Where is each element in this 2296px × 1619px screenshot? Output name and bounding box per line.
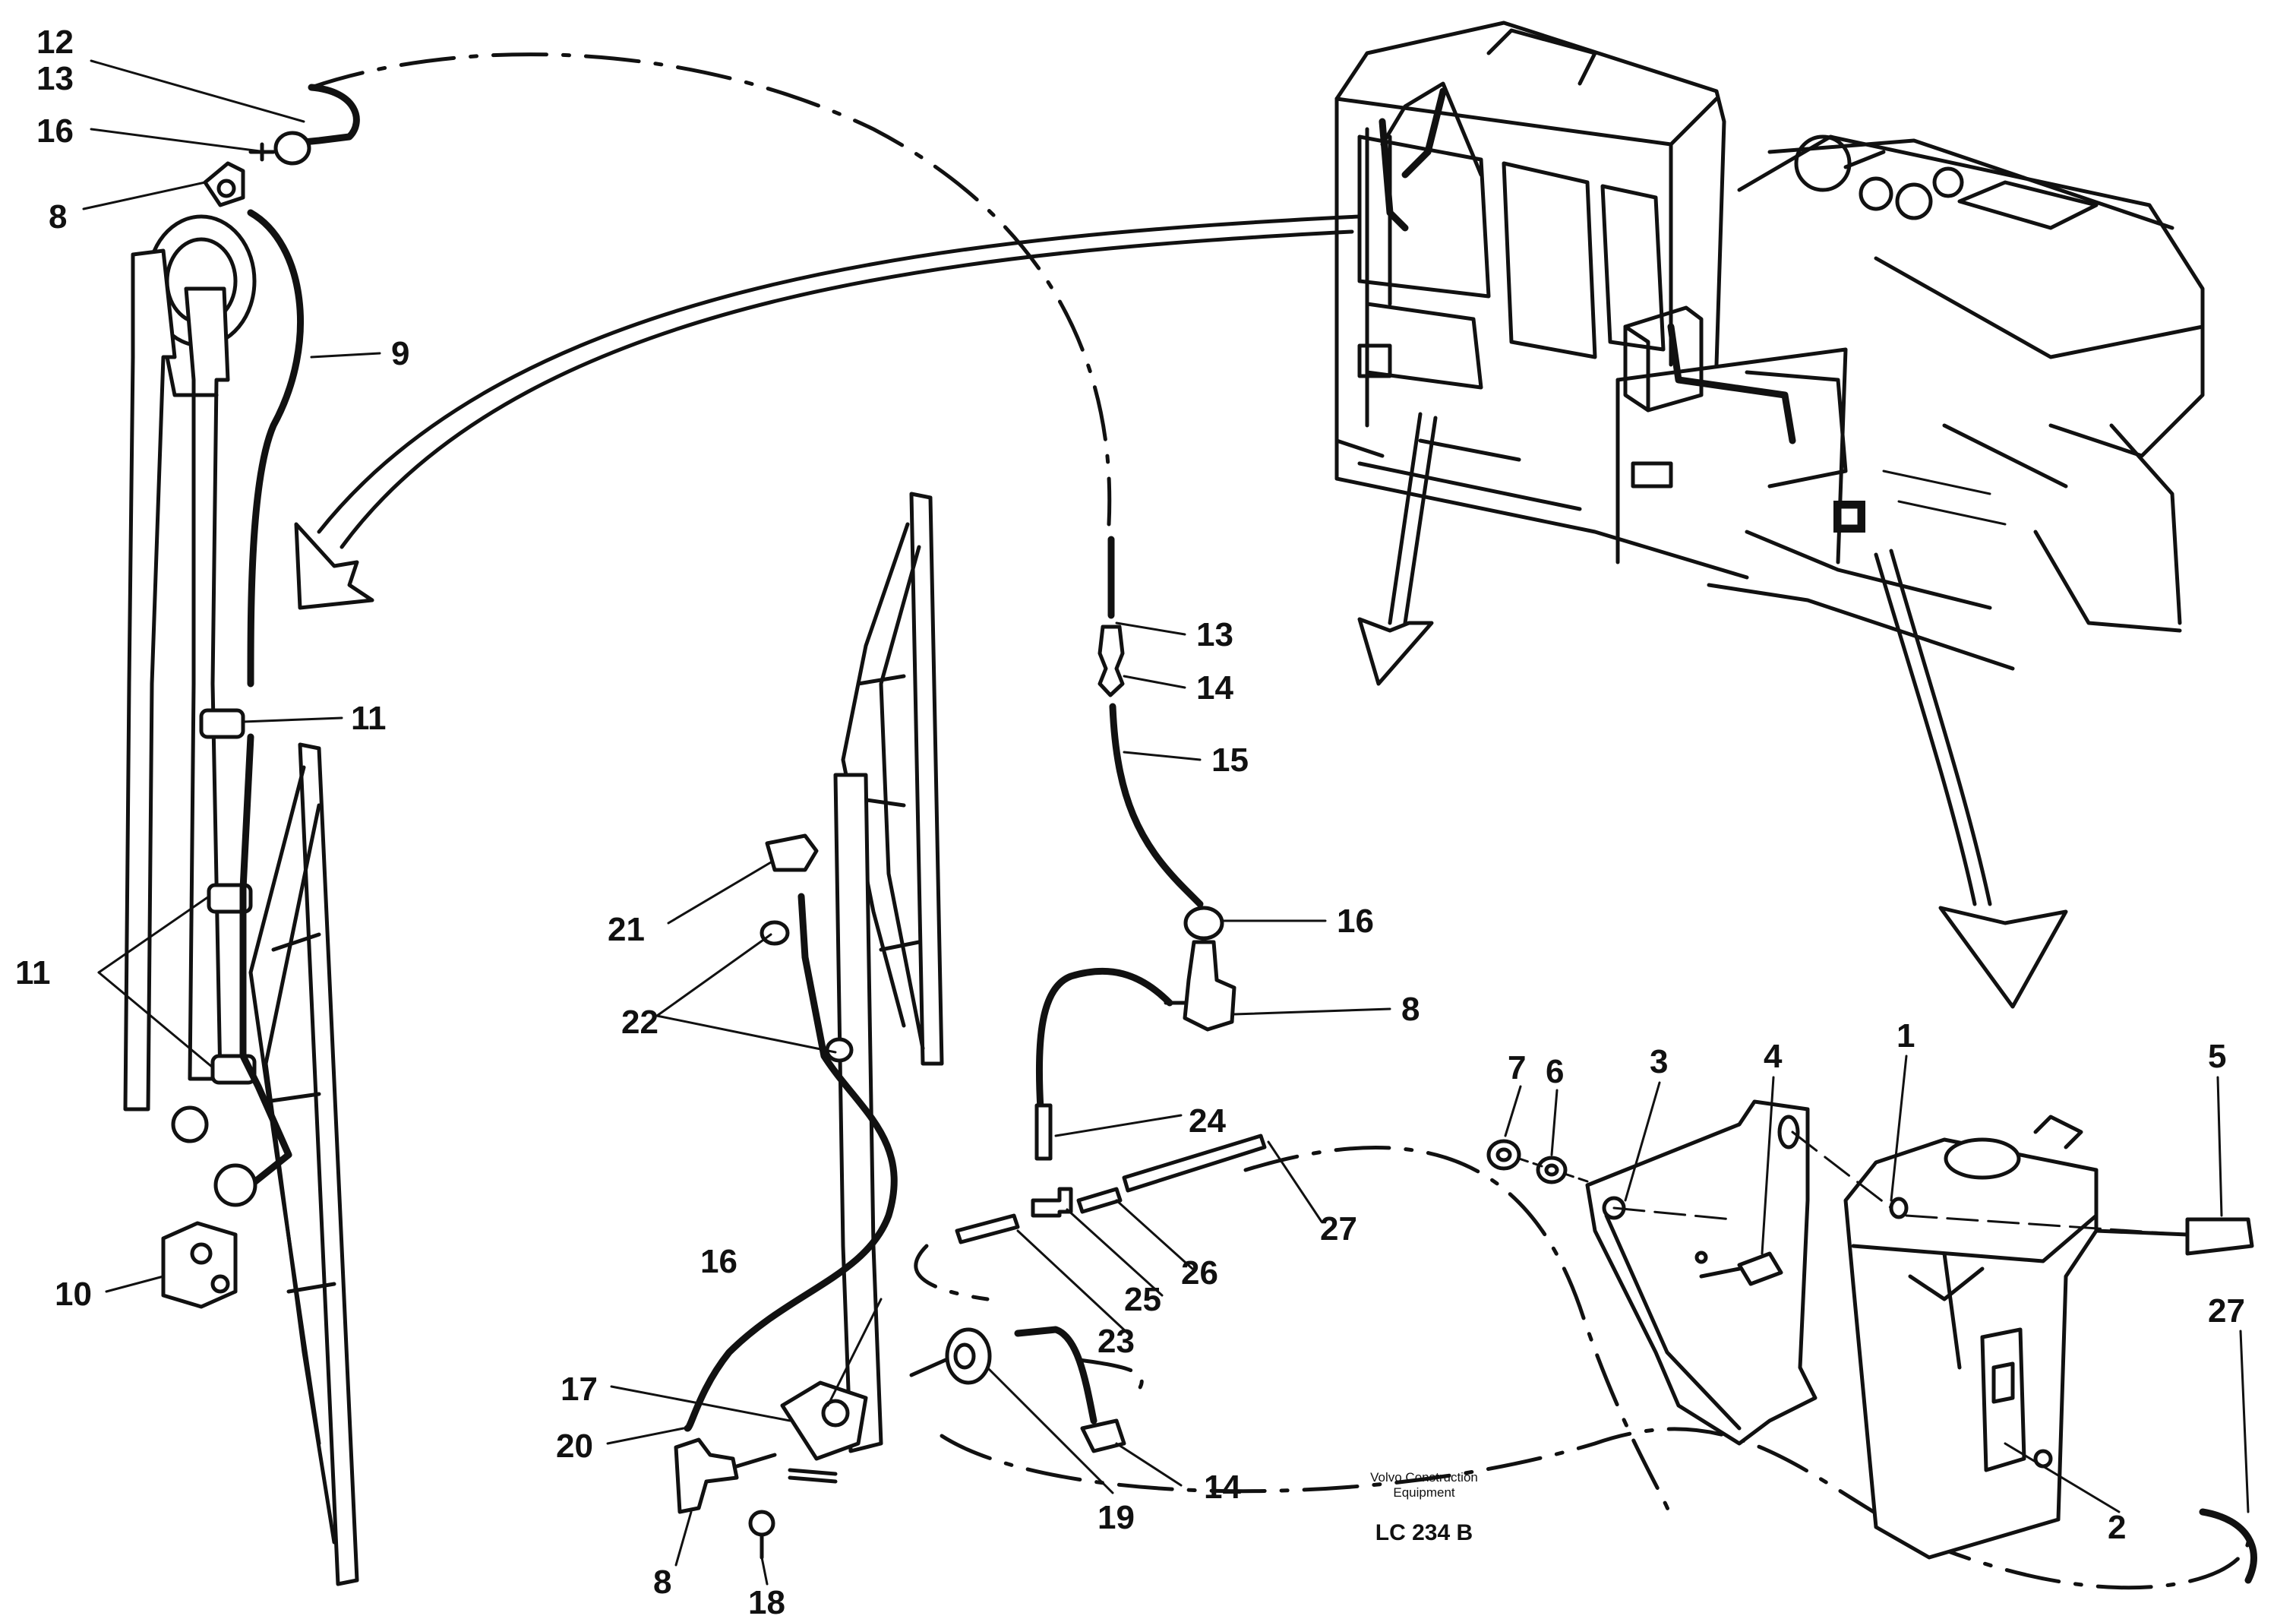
washer-tank-1: [1843, 1137, 2099, 1560]
arrow-head-down: [1357, 617, 1434, 686]
hose-27-upper: [1122, 1134, 1267, 1193]
wiper-blade-middle: [909, 492, 944, 1066]
company-name-line2: Equipment: [1393, 1485, 1455, 1500]
connector-14-center: [1097, 625, 1125, 697]
hose-24-upper: [1035, 967, 1173, 1113]
callout-17: 17: [561, 1371, 598, 1408]
callout-24: 24: [1189, 1102, 1226, 1140]
callout-2: 2: [2108, 1509, 2126, 1546]
callout-14: 14: [1196, 669, 1233, 707]
callout-19: 19: [1097, 1499, 1135, 1536]
bracket-3: [1585, 1099, 1818, 1446]
nozzle-8-middle: [674, 1437, 739, 1514]
callout-20: 20: [556, 1428, 593, 1465]
callout-10: 10: [55, 1276, 92, 1313]
callout-11: 11: [15, 954, 51, 991]
clip-11-top: [199, 708, 245, 739]
left-wiper-assembly: [123, 84, 360, 1586]
nut-16-center: [1183, 906, 1224, 941]
callout-16: 16: [700, 1243, 737, 1280]
callout-11: 11: [351, 700, 387, 737]
callout-8: 8: [653, 1564, 671, 1601]
callout-27: 27: [2208, 1292, 2245, 1330]
hose-24: [1034, 1103, 1053, 1161]
middle-wiper-assembly: [674, 492, 944, 1560]
callout-16: 16: [1337, 903, 1374, 940]
clip-22-top: [760, 920, 790, 946]
hose-15: [1109, 703, 1204, 908]
callout-7: 7: [1508, 1049, 1526, 1086]
callout-labels: 12 13 16 8 9 11 11 10 13 14 15 16 8 21 2…: [15, 24, 2245, 1619]
direction-arrows: [294, 214, 2068, 1009]
leader-lines: [82, 59, 2250, 1586]
hose-9: [247, 209, 304, 688]
callout-25: 25: [1124, 1281, 1161, 1318]
grommet-19: [945, 1327, 992, 1385]
nut-16-top: [273, 131, 311, 166]
hose-13-top: [277, 84, 360, 148]
callout-13: 13: [1196, 616, 1233, 653]
callout-12: 12: [36, 24, 74, 61]
callout-15: 15: [1211, 742, 1249, 779]
wiper-arm-middle: [833, 773, 883, 1453]
hose-20: [684, 893, 898, 1432]
callout-27: 27: [1320, 1210, 1357, 1247]
callout-23: 23: [1097, 1323, 1135, 1360]
callout-8: 8: [49, 198, 67, 236]
callout-8: 8: [1401, 991, 1420, 1028]
callout-16: 16: [36, 112, 74, 150]
arrow-head-left: [294, 522, 374, 610]
bolt-5: [2185, 1217, 2254, 1256]
nozzle-8-center: [1183, 940, 1236, 1032]
callout-14: 14: [1204, 1469, 1241, 1506]
callout-5: 5: [2208, 1038, 2226, 1075]
callout-21: 21: [608, 911, 645, 948]
nozzle-block-10: [161, 1221, 238, 1309]
nozzle-8-top: [203, 161, 245, 207]
callout-6: 6: [1546, 1053, 1564, 1090]
hose-connector-chain: [909, 536, 1267, 1453]
callout-18: 18: [748, 1584, 785, 1619]
wiper-arm-left-b: [184, 286, 230, 1081]
operator-cab-illustration: [1334, 21, 2205, 671]
clip-22-bottom: [825, 1037, 854, 1063]
hose-27-lower: [2199, 1508, 2257, 1584]
tee-25: [1031, 1187, 1073, 1218]
callout-22: 22: [621, 1004, 658, 1041]
tank-cap: [1944, 1137, 2021, 1180]
callout-3: 3: [1650, 1043, 1668, 1080]
screw-18: [748, 1510, 775, 1537]
washer-tank-assembly: [1486, 1099, 2257, 1584]
callout-4: 4: [1764, 1038, 1783, 1075]
washer-6: [1536, 1156, 1568, 1184]
drawing-caption: Volvo Construction Equipment LC 234 B: [1370, 1470, 1478, 1545]
nozzle-21: [765, 833, 819, 872]
nut-16-middle: [821, 1399, 850, 1428]
callout-26: 26: [1181, 1254, 1218, 1292]
hose-routing-lines: [309, 52, 2250, 1590]
callout-13: 13: [36, 60, 74, 97]
hose-23: [955, 1213, 1020, 1244]
hose-26: [1076, 1187, 1123, 1214]
wiper-blade-left: [298, 742, 359, 1586]
callout-1: 1: [1896, 1017, 1915, 1055]
screw-4: [1737, 1251, 1783, 1286]
company-name-line1: Volvo Construction: [1370, 1470, 1478, 1485]
drawing-code: LC 234 B: [1375, 1520, 1473, 1545]
arrow-head-tank: [1938, 906, 2068, 1009]
nut-7: [1486, 1139, 1521, 1171]
connector-14-bottom: [1080, 1418, 1126, 1453]
wiper-arm-left-a: [123, 248, 177, 1111]
callout-9: 9: [391, 335, 409, 372]
